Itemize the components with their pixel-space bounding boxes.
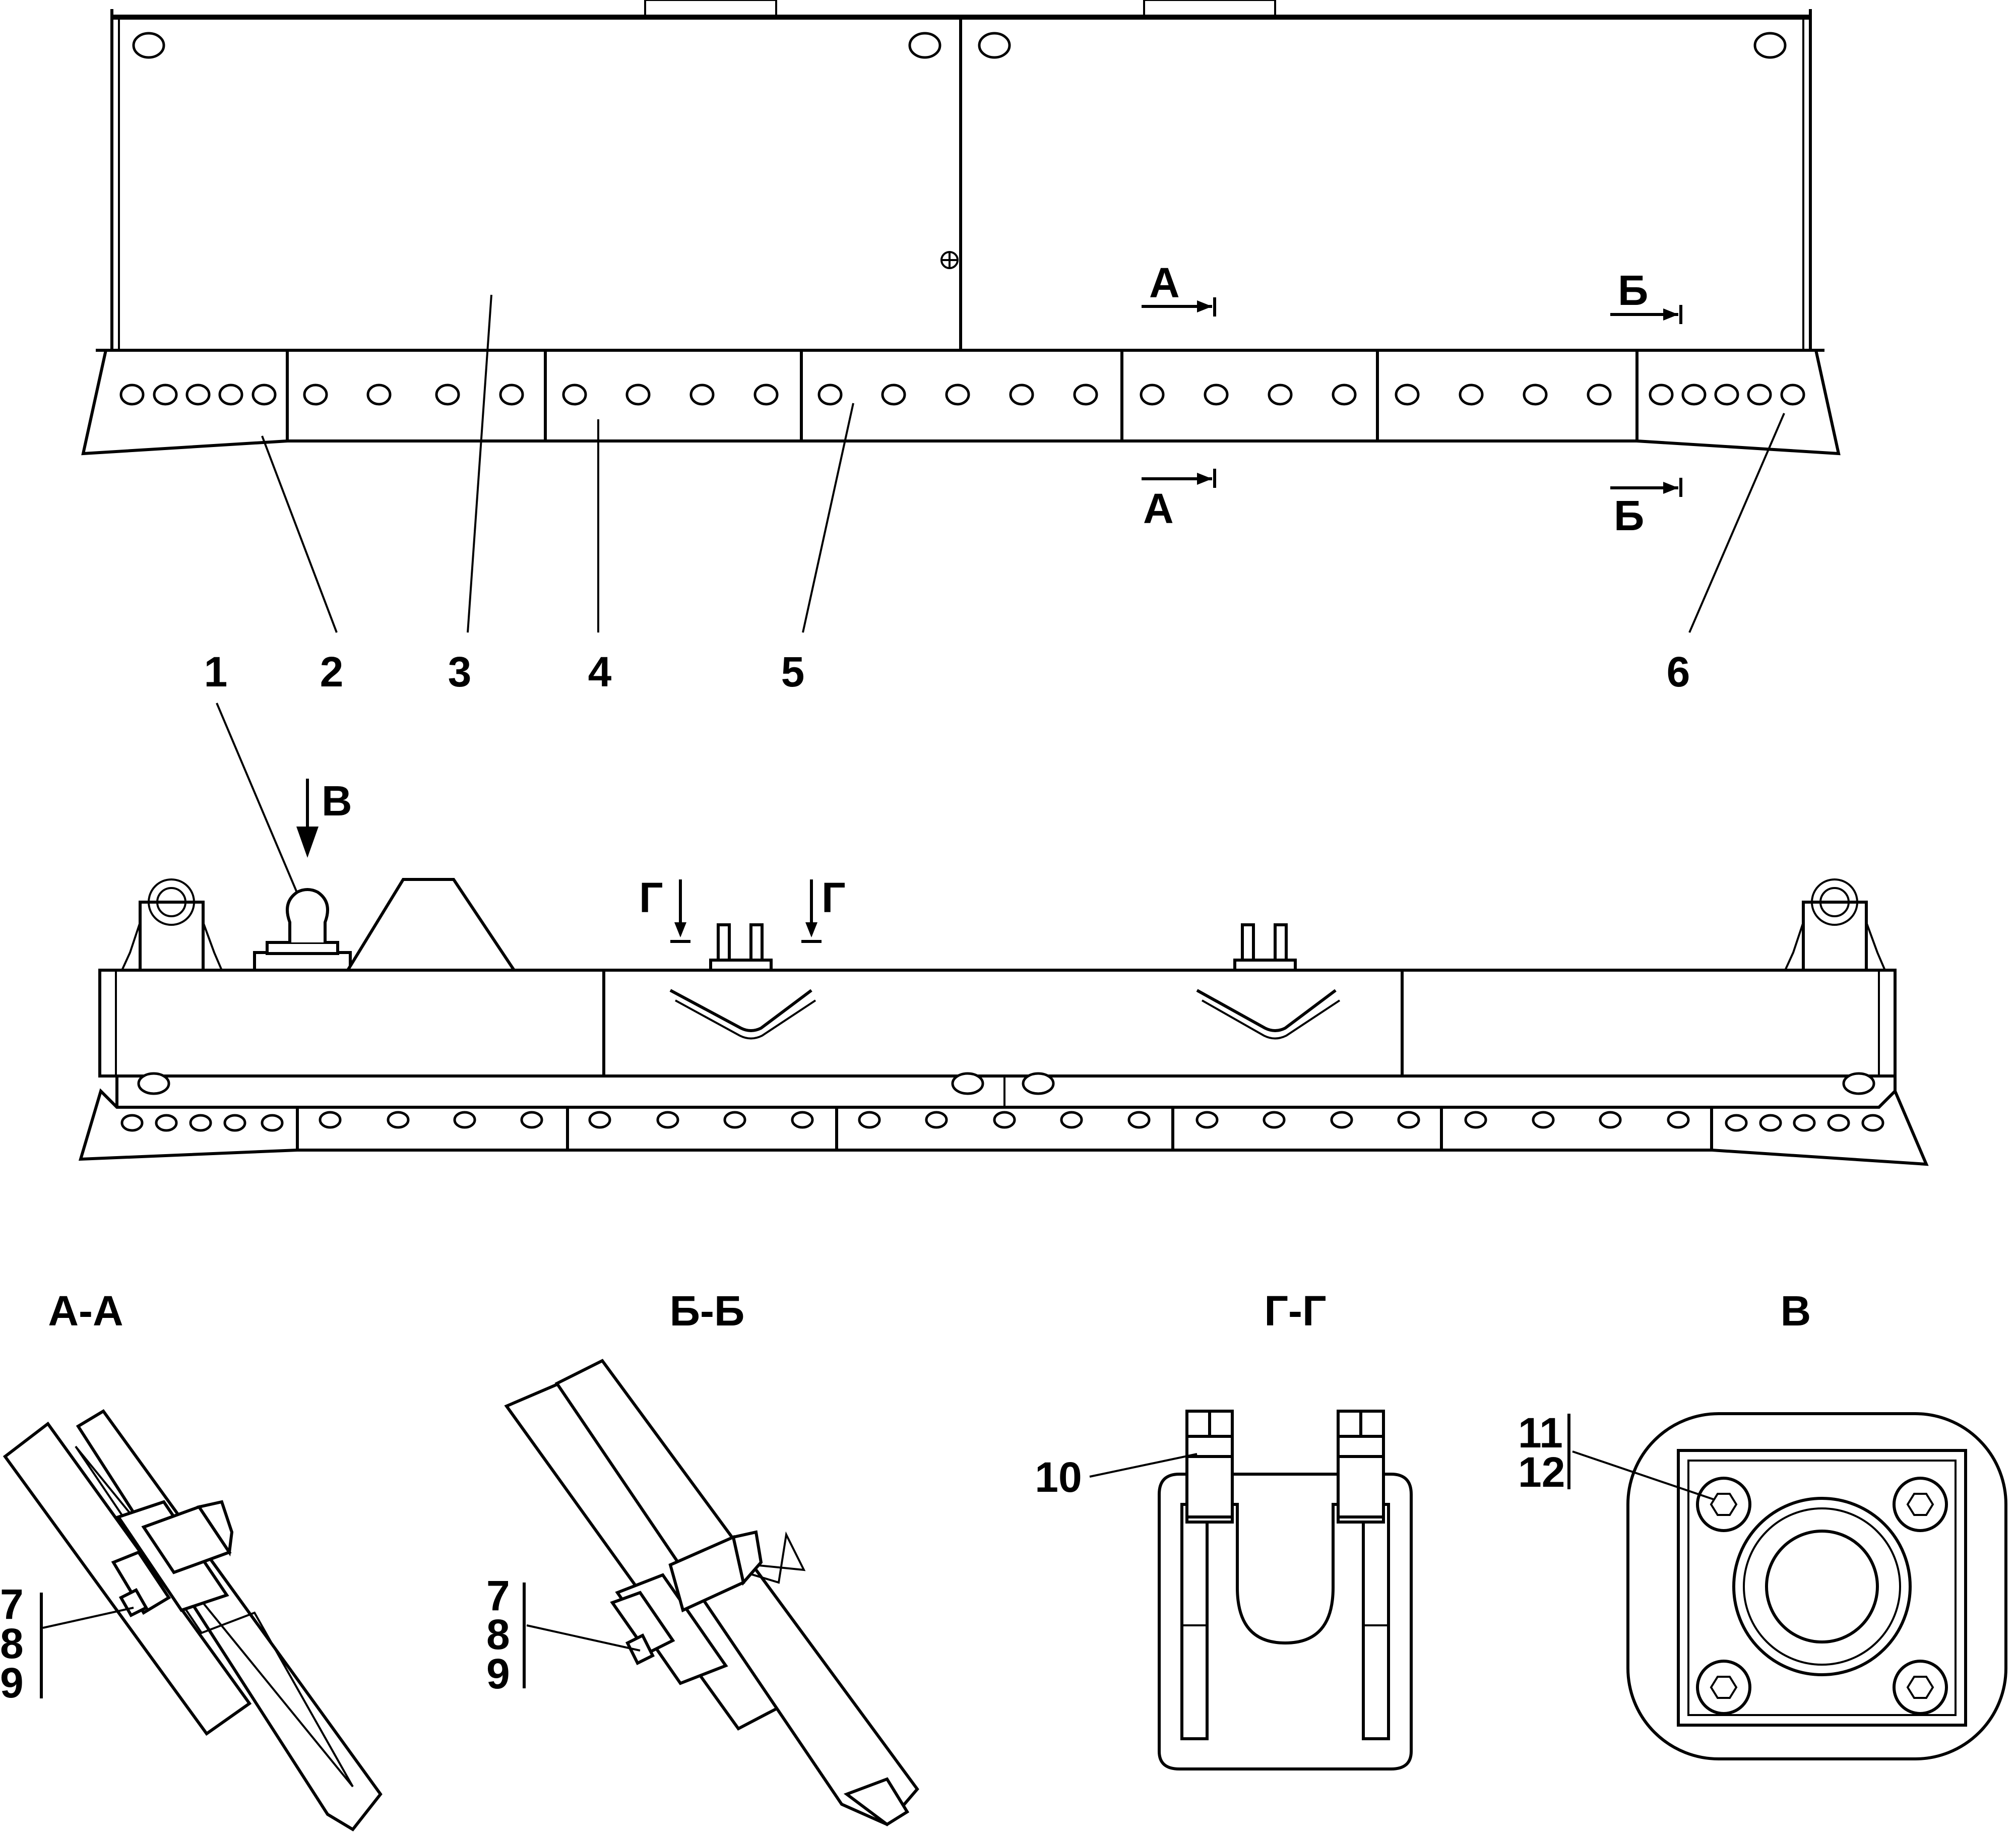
callout-12: 12 bbox=[1518, 1448, 1565, 1496]
top-view: 1 В bbox=[78, 648, 1929, 1166]
section-gg: 10 bbox=[1035, 1410, 1413, 1770]
callout-7-aa: 7 bbox=[0, 1580, 24, 1628]
section-arrow-g-left: Г bbox=[639, 874, 690, 943]
callout-11: 11 bbox=[1518, 1409, 1563, 1457]
clevis-right bbox=[1233, 923, 1297, 972]
view-v: 11 12 bbox=[1518, 1409, 2007, 1760]
main-beam bbox=[98, 969, 1897, 1078]
hole bbox=[908, 32, 941, 59]
bolt-holes-top-view bbox=[120, 1111, 1884, 1132]
callout-8-aa: 8 bbox=[0, 1620, 24, 1667]
callout-10: 10 bbox=[1035, 1453, 1082, 1501]
svg-text:Б: Б bbox=[1618, 267, 1648, 314]
leader-3 bbox=[467, 294, 492, 633]
section-bb: 7 8 9 bbox=[486, 1359, 919, 1826]
view-title-v: В bbox=[1781, 1287, 1811, 1335]
callout-9-bb: 9 bbox=[486, 1650, 510, 1697]
svg-text:В: В bbox=[322, 777, 352, 825]
leader-1 bbox=[216, 703, 308, 918]
corner-bracket-right bbox=[1784, 878, 1886, 972]
callout-2: 2 bbox=[320, 648, 344, 695]
top-mount-left bbox=[644, 0, 777, 18]
hole bbox=[978, 32, 1011, 59]
corner-bracket-left bbox=[121, 878, 223, 972]
leader-2 bbox=[261, 435, 338, 633]
svg-text:А: А bbox=[1143, 485, 1174, 532]
callout-3: 3 bbox=[448, 648, 472, 695]
callout-7-bb: 7 bbox=[486, 1572, 510, 1619]
section-aa: 7 8 9 bbox=[0, 1409, 383, 1831]
clevis-left bbox=[709, 923, 773, 972]
view-title-aa: А-А bbox=[48, 1287, 123, 1335]
lifting-eye bbox=[253, 888, 352, 972]
svg-text:Г: Г bbox=[822, 874, 846, 921]
callout-1: 1 bbox=[204, 648, 228, 695]
section-arrow-b-top: Б bbox=[1610, 267, 1682, 324]
bolt-holes-right-bit bbox=[1649, 384, 1805, 406]
view-arrow-v: В bbox=[296, 777, 352, 858]
hole bbox=[1753, 32, 1787, 59]
callout-5: 5 bbox=[781, 648, 805, 695]
section-arrow-a-bottom: А bbox=[1142, 469, 1216, 532]
leader-5 bbox=[802, 403, 854, 633]
view-title-bb: Б-Б bbox=[670, 1287, 745, 1335]
trapezoid-bracket bbox=[345, 878, 517, 972]
svg-text:Г: Г bbox=[639, 874, 663, 921]
section-arrow-g-right: Г bbox=[801, 874, 846, 943]
callout-9-aa: 9 bbox=[0, 1659, 24, 1706]
hole bbox=[132, 32, 165, 59]
callout-8-bb: 8 bbox=[486, 1611, 510, 1658]
callout-6: 6 bbox=[1667, 648, 1690, 695]
svg-text:Б: Б bbox=[1614, 492, 1644, 539]
front-view: А А Б Б 2 3 4 5 6 bbox=[81, 0, 1841, 695]
v-guide-left bbox=[669, 989, 812, 1032]
callout-4: 4 bbox=[588, 648, 612, 695]
bolt-holes-cutting-edge bbox=[303, 384, 1612, 406]
top-mount-right bbox=[1143, 0, 1276, 18]
view-title-gg: Г-Г bbox=[1264, 1287, 1326, 1335]
section-arrow-a-top: А bbox=[1142, 259, 1216, 317]
leader-6 bbox=[1688, 413, 1785, 633]
svg-text:А: А bbox=[1149, 259, 1180, 306]
v-guide-right bbox=[1196, 989, 1337, 1032]
section-arrow-b-bottom: Б bbox=[1610, 478, 1682, 539]
bolt-holes-left-bit bbox=[119, 384, 277, 406]
